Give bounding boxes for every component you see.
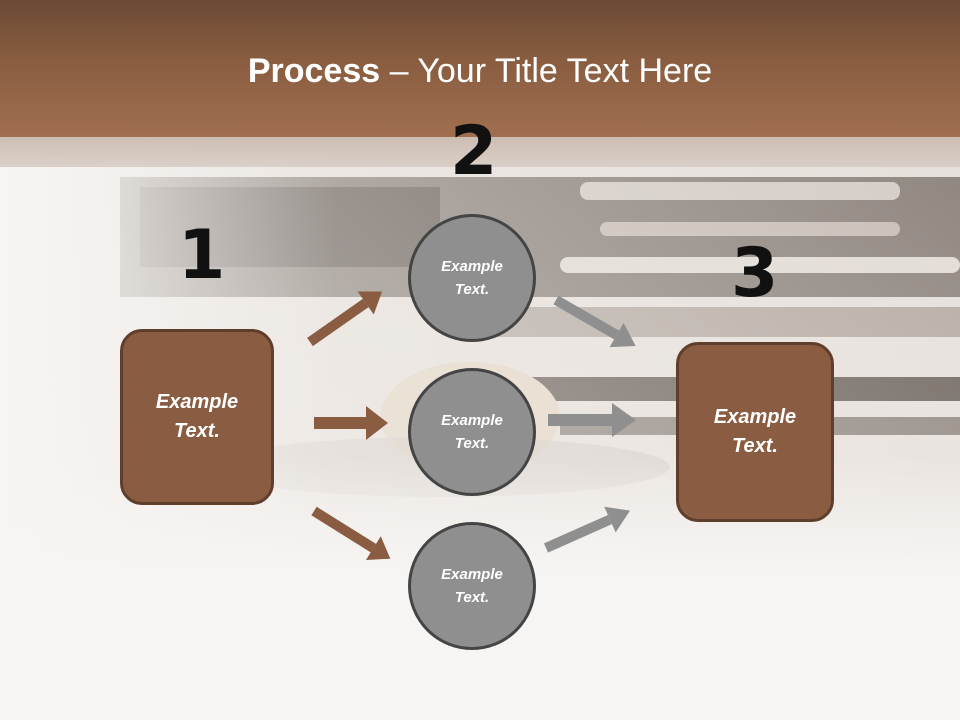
slide-title: Process – Your Title Text Here bbox=[0, 52, 960, 91]
arrow-to-middle-circle bbox=[314, 406, 388, 440]
step-number-1: 1 bbox=[178, 216, 226, 295]
step-number-2: 2 bbox=[450, 112, 498, 191]
arrow-bottom-to-right bbox=[543, 506, 631, 553]
title-rest: – Your Title Text Here bbox=[380, 52, 713, 90]
arrow-top-to-right bbox=[553, 295, 636, 348]
step-number-3: 3 bbox=[731, 234, 779, 313]
title-bar bbox=[0, 0, 960, 137]
title-bold: Process bbox=[247, 52, 381, 90]
header-shadow-strip bbox=[0, 137, 960, 167]
arrow-to-top-circle bbox=[307, 291, 383, 347]
arrow-middle-to-right bbox=[548, 403, 636, 437]
arrow-to-bottom-circle bbox=[311, 506, 391, 560]
